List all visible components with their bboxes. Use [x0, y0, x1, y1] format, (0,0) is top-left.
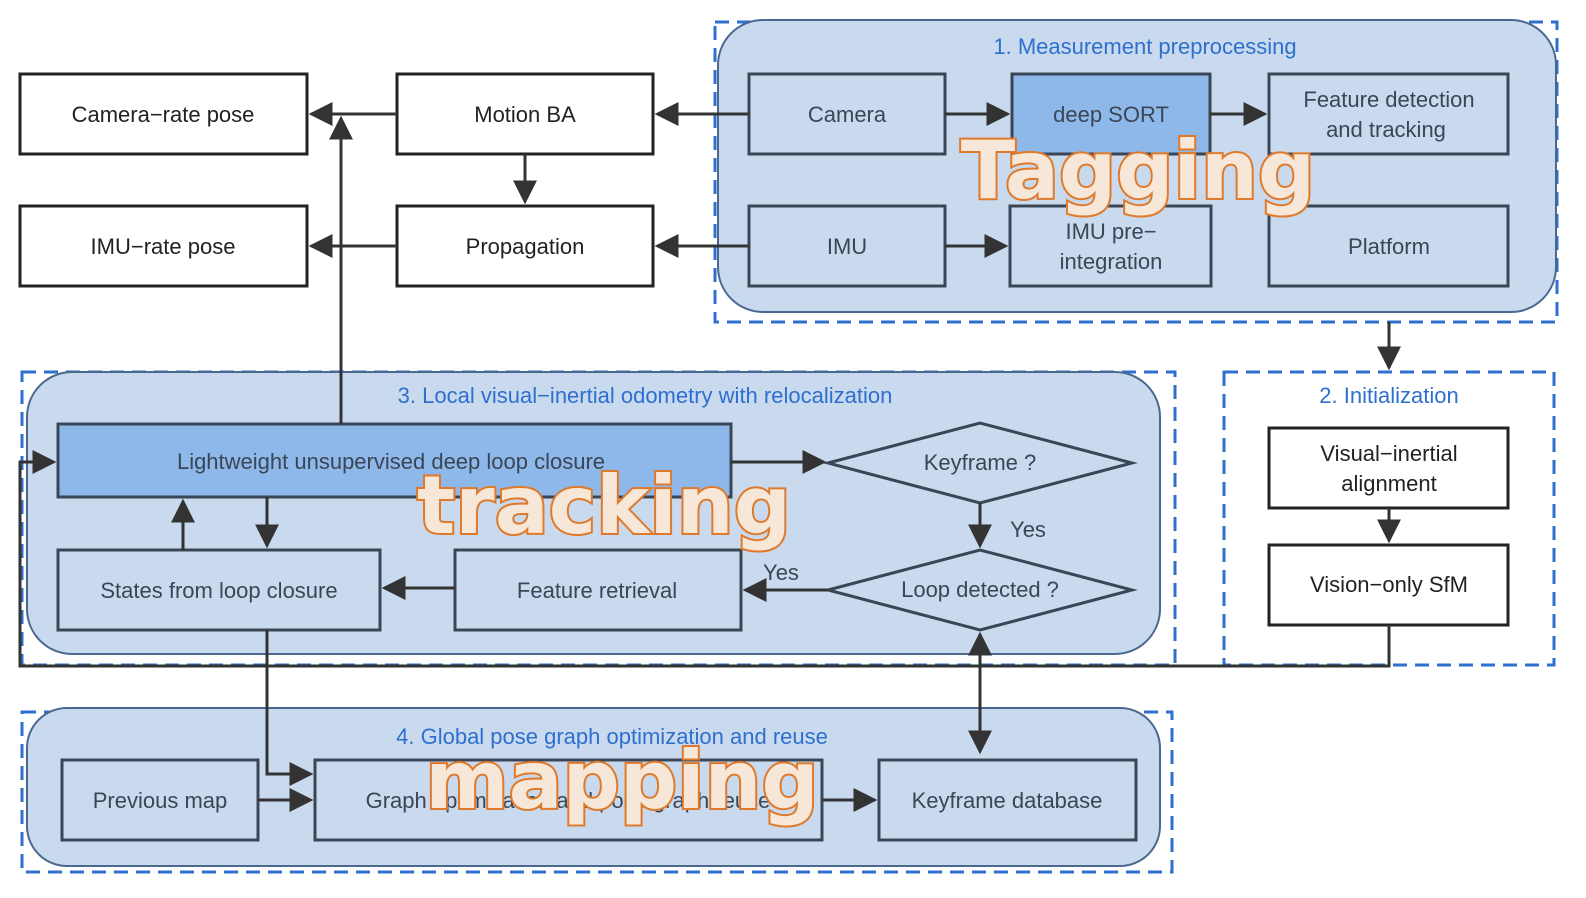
motion-ba-label: Motion BA [474, 102, 576, 127]
camera-rate-pose-box [18, 72, 309, 156]
loop-closure-label: Lightweight unsupervised deep loop closu… [177, 449, 605, 474]
platform-label: Platform [1348, 234, 1430, 259]
feature-detection-label-line1: Feature detection [1303, 87, 1474, 112]
previous-map-box [60, 758, 260, 842]
previous-map-label: Previous map [93, 788, 228, 813]
feature-detection-label-line2: and tracking [1326, 117, 1446, 142]
arrow-sfm-to-loopclosure [18, 450, 1391, 668]
deep-sort-label: deep SORT [1053, 102, 1169, 127]
imu-preintegration-label-line2: integration [1060, 249, 1163, 274]
loop-detected-label: Loop detected ? [901, 577, 1059, 602]
overlay-tagging: Tagging [961, 124, 1315, 217]
keyframe-decision-diamond [822, 421, 1138, 505]
overlay-mapping: mapping [425, 734, 819, 827]
states-from-loop-box [56, 548, 382, 632]
graph-optimization-label: Graph optimization and pose graph reuse [366, 788, 771, 813]
group1-title: 1. Measurement preprocessing [993, 34, 1296, 59]
motion-ba-box [395, 72, 655, 156]
imu-preintegration-label-line1: IMU pre− [1065, 219, 1156, 244]
camera-box [747, 72, 947, 156]
states-from-loop-label: States from loop closure [100, 578, 337, 603]
group3-title: 3. Local visual−inertial odometry with r… [398, 383, 893, 408]
graph-optimization-box [313, 758, 824, 842]
camera-rate-pose-label: Camera−rate pose [72, 102, 255, 127]
imu-box [747, 204, 947, 288]
arrow-states-to-graphopt [265, 630, 314, 786]
keyframe-database-box [877, 758, 1138, 842]
group2-dashed-border [1222, 370, 1556, 667]
deep-sort-box [1010, 72, 1212, 156]
feature-detection-box [1267, 72, 1510, 156]
feature-retrieval-label: Feature retrieval [517, 578, 677, 603]
visual-inertial-alignment-box [1267, 426, 1510, 510]
overlay-tracking: tracking [417, 459, 791, 552]
yes-left-label: Yes [763, 560, 799, 585]
yes-down-label: Yes [1010, 517, 1046, 542]
keyframe-database-label: Keyframe database [912, 788, 1103, 813]
imu-label: IMU [827, 234, 867, 259]
imu-rate-pose-label: IMU−rate pose [91, 234, 236, 259]
group4-title: 4. Global pose graph optimization and re… [396, 724, 828, 749]
propagation-box [395, 204, 655, 288]
camera-label: Camera [808, 102, 887, 127]
connectors [18, 102, 1401, 812]
feature-retrieval-box [453, 548, 743, 632]
vision-only-sfm-box [1267, 543, 1510, 627]
visual-inertial-alignment-line2: alignment [1341, 471, 1436, 496]
keyframe-decision-label: Keyframe ? [924, 450, 1037, 475]
propagation-label: Propagation [466, 234, 585, 259]
imu-preintegration-box [1008, 204, 1213, 288]
platform-box [1267, 204, 1510, 288]
group2-title: 2. Initialization [1319, 383, 1458, 408]
visual-inertial-alignment-line1: Visual−inertial [1320, 441, 1457, 466]
vision-only-sfm-label: Vision−only SfM [1310, 572, 1468, 597]
loop-detected-diamond [822, 548, 1138, 632]
imu-rate-pose-box [18, 204, 309, 288]
